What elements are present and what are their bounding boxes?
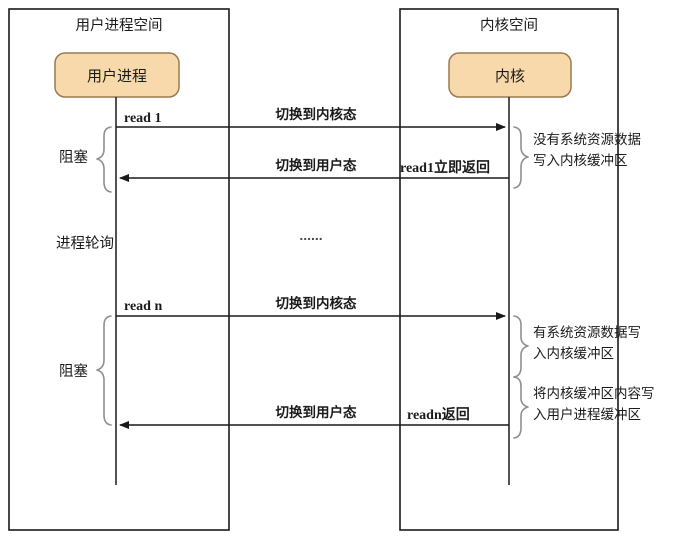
user-process-label: 用户进程: [87, 68, 147, 85]
blocked-brace-1: [96, 126, 112, 193]
kernel-brace-2a: [513, 315, 529, 378]
kernel-brace-1: [513, 126, 529, 189]
poll-label: 进程轮询: [56, 235, 114, 252]
readn-to-kernel-label: 切换到内核态: [276, 295, 357, 311]
read1-to-kernel-label: 切换到内核态: [276, 106, 357, 122]
user-space-title: 用户进程空间: [76, 17, 163, 34]
kernel-label: 内核: [495, 68, 525, 85]
readn-call-label: read n: [124, 299, 162, 314]
user-space-rect: [8, 8, 230, 531]
kernel-space-title: 内核空间: [480, 17, 538, 34]
kernel-note-2b-line-1: 将内核缓冲区内容写: [533, 385, 655, 401]
kernel-brace-2b: [513, 376, 529, 439]
ellipsis-label: ......: [299, 227, 322, 243]
blocked-label-1: 阻塞: [59, 148, 88, 166]
kernel-box: [448, 52, 572, 98]
kernel-space-rect: [399, 8, 619, 531]
readn-return-label: readn返回: [407, 406, 470, 423]
readn-to-user-label: 切换到用户态: [276, 404, 357, 420]
kernel-note-1-line-2: 写入内核缓冲区: [533, 153, 628, 168]
kernel-note-1-line-1: 没有系统资源数据: [533, 132, 641, 147]
kernel-note-2b-line-2: 入用户进程缓冲区: [533, 406, 641, 422]
user-process-box: [54, 52, 180, 98]
kernel-note-2a-line-1: 有系统资源数据写: [533, 325, 641, 340]
read1-call-label: read 1: [124, 111, 161, 126]
blocked-brace-2: [96, 315, 112, 426]
blocked-label-2: 阻塞: [59, 362, 88, 380]
kernel-note-2a-line-2: 入内核缓冲区: [533, 346, 614, 361]
read1-return-label: read1立即返回: [400, 159, 490, 176]
read1-to-user-label: 切换到用户态: [276, 157, 357, 173]
